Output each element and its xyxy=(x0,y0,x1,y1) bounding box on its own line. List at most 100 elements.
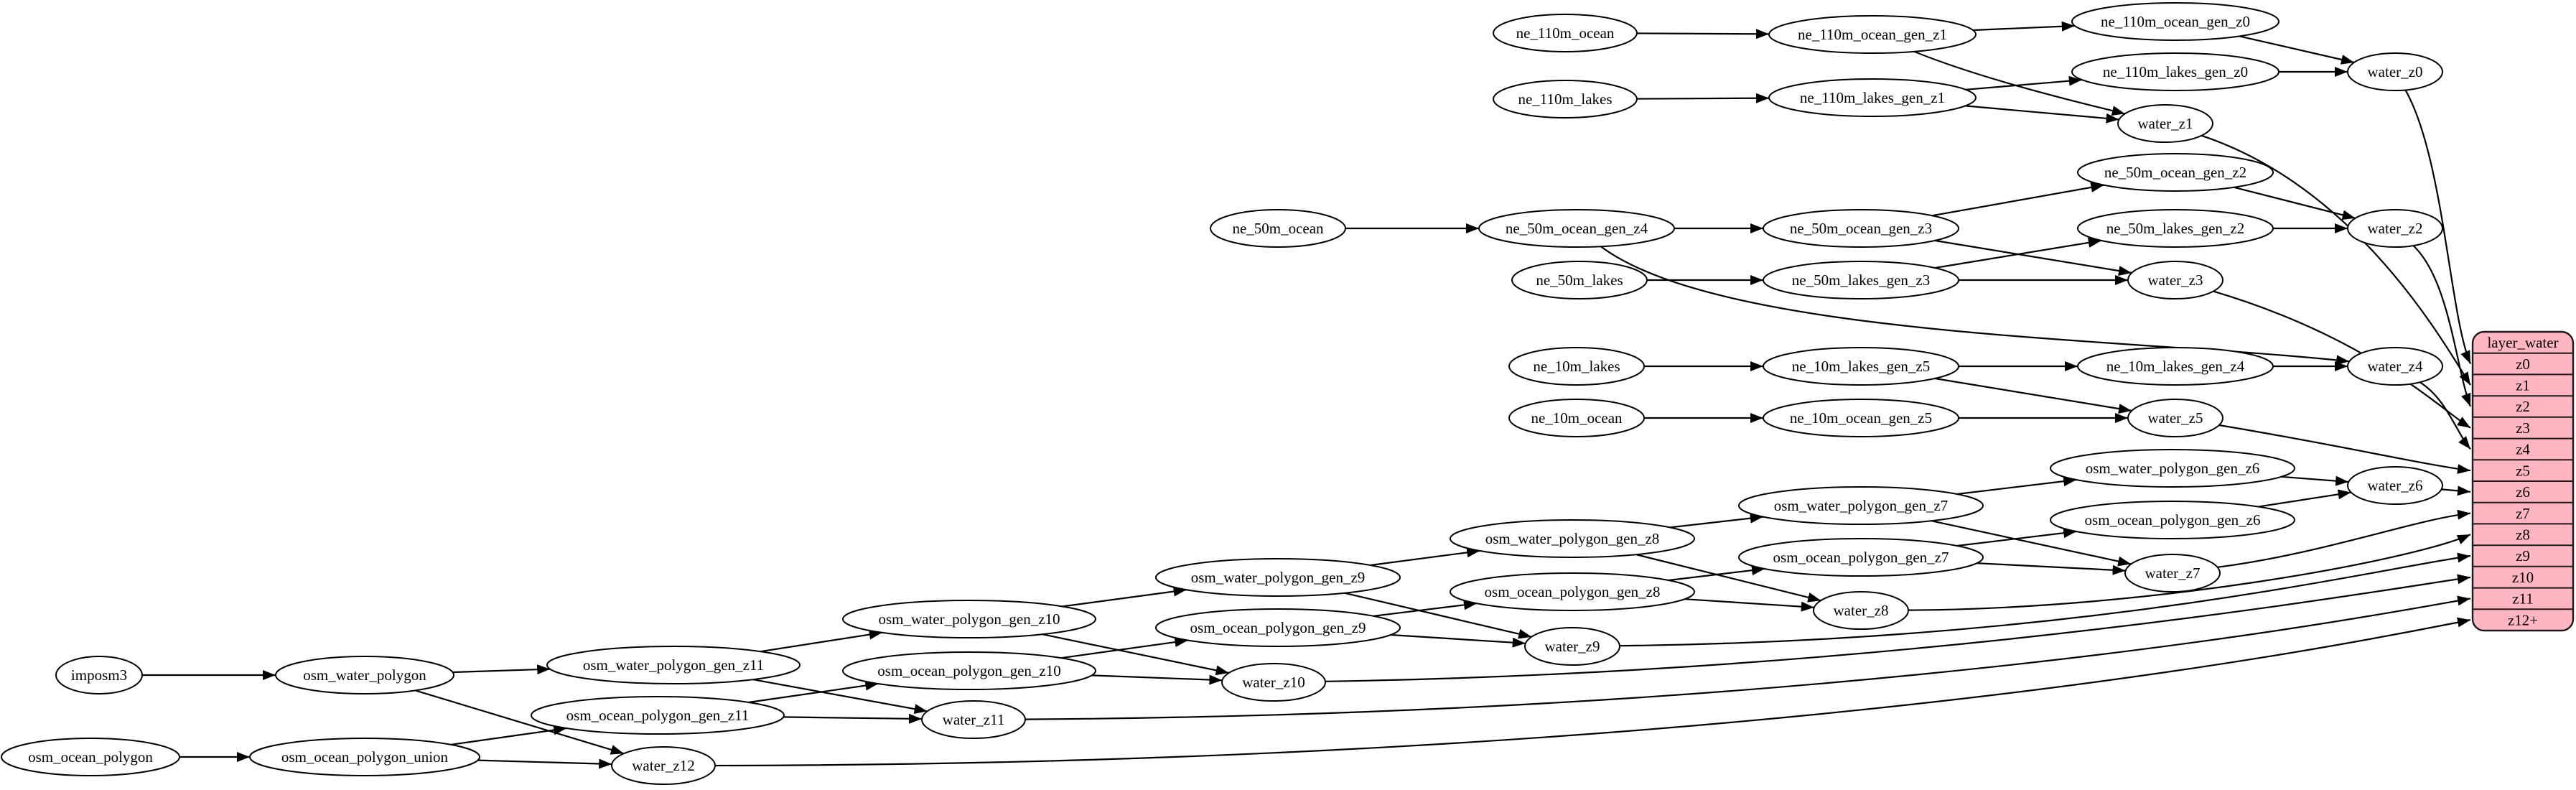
node-ne_110m_ocean_gen_z1: ne_110m_ocean_gen_z1 xyxy=(1768,15,1977,54)
edge-ne_110m_lakes_gen_z1-to-water_z1 xyxy=(1965,105,2119,124)
node-osm_water_polygon_gen_z7: osm_water_polygon_gen_z7 xyxy=(1738,486,1984,525)
water_z9-label: water_z9 xyxy=(1545,638,1600,655)
node-ne_50m_lakes_gen_z3: ne_50m_lakes_gen_z3 xyxy=(1763,261,1959,299)
ne_50m_ocean_gen_z2-label: ne_50m_ocean_gen_z2 xyxy=(2104,164,2246,181)
edge-water_z2-to-layer_water-z2 xyxy=(2412,245,2472,407)
node-osm_ocean_polygon_gen_z11: osm_ocean_polygon_gen_z11 xyxy=(531,696,785,735)
node-osm_water_polygon: osm_water_polygon xyxy=(275,656,454,694)
edge-water_z1-to-layer_water-z1 xyxy=(2201,134,2471,386)
edge-osm_ocean_polygon_gen_z7-to-osm_ocean_polygon_gen_z6 xyxy=(1956,528,2077,547)
edge-water_z12-to-layer_water-z12+ xyxy=(714,617,2471,767)
ne_50m_ocean_gen_z2-ellipse xyxy=(2077,153,2274,192)
osm_water_polygon_gen_z8-ellipse xyxy=(1450,519,1695,558)
ne_10m_ocean-ellipse xyxy=(1508,399,1645,437)
edge-ne_50m_ocean_gen_z3-to-ne_50m_ocean_gen_z2 xyxy=(1932,182,2104,217)
node-ne_110m_lakes_gen_z0: ne_110m_lakes_gen_z0 xyxy=(2071,52,2279,91)
osm_water_polygon-label: osm_water_polygon xyxy=(303,666,426,684)
node-ne_110m_ocean_gen_z0: ne_110m_ocean_gen_z0 xyxy=(2071,2,2279,41)
node-osm_ocean_polygon_gen_z7: osm_ocean_polygon_gen_z7 xyxy=(1738,538,1984,577)
water_z8-ellipse xyxy=(1813,591,1909,630)
node-ne_50m_lakes_gen_z2: ne_50m_lakes_gen_z2 xyxy=(2077,209,2274,248)
layer-water-row-z0: z0 xyxy=(2516,356,2530,373)
water_z1-ellipse xyxy=(2117,104,2213,143)
edge-water_z9-to-layer_water-z9 xyxy=(1619,552,2471,647)
edge-ne_110m_ocean_gen_z0-to-water_z0 xyxy=(2239,35,2355,65)
ne_110m_ocean-ellipse xyxy=(1493,14,1638,52)
edge-osm_water_polygon-to-osm_water_polygon_gen_z11 xyxy=(452,664,551,675)
water_z0-ellipse xyxy=(2347,52,2443,91)
node-water_z1: water_z1 xyxy=(2117,104,2213,143)
osm_ocean_polygon-label: osm_ocean_polygon xyxy=(28,748,153,766)
edge-ne_110m_lakes_gen_z1-to-ne_110m_lakes_gen_z0 xyxy=(1966,75,2082,90)
ne_50m_lakes_gen_z2-label: ne_50m_lakes_gen_z2 xyxy=(2106,220,2244,237)
ne_10m_lakes_gen_z5-label: ne_10m_lakes_gen_z5 xyxy=(1792,358,1930,375)
edge-osm_ocean_polygon_gen_z11-to-water_z11 xyxy=(783,713,923,724)
node-water_z7: water_z7 xyxy=(2124,554,2221,592)
edge-osm_water_polygon-to-water_z12 xyxy=(415,689,625,755)
layer-water-row-z6: z6 xyxy=(2516,483,2530,501)
layer-water-table-title: layer_water xyxy=(2487,334,2558,351)
edge-osm_ocean_polygon_gen_z7-to-water_z7 xyxy=(1977,562,2126,575)
ne_50m_lakes-label: ne_50m_lakes xyxy=(1536,271,1623,289)
water_z10-ellipse xyxy=(1221,663,1326,702)
osm_ocean_polygon_gen_z8-label: osm_ocean_polygon_gen_z8 xyxy=(1485,583,1661,600)
ne_50m_lakes-ellipse xyxy=(1511,261,1648,299)
ne_10m_ocean-label: ne_10m_ocean xyxy=(1531,409,1623,427)
osm_ocean_polygon_gen_z7-ellipse xyxy=(1738,538,1984,577)
osm_ocean_polygon_gen_z6-ellipse xyxy=(2050,501,2295,539)
edge-osm_water_polygon_gen_z11-to-water_z11 xyxy=(752,679,928,715)
osm_water_polygon_gen_z10-label: osm_water_polygon_gen_z10 xyxy=(878,610,1060,628)
layer-water-row-z4: z4 xyxy=(2516,441,2530,458)
node-osm_ocean_polygon_gen_z9: osm_ocean_polygon_gen_z9 xyxy=(1155,608,1401,647)
ne_110m_ocean_gen_z0-label: ne_110m_ocean_gen_z0 xyxy=(2101,13,2250,30)
edge-osm_ocean_polygon_gen_z6-to-water_z6 xyxy=(2258,489,2351,508)
osm_ocean_polygon_gen_z11-ellipse xyxy=(531,696,785,735)
ne_50m_lakes_gen_z2-ellipse xyxy=(2077,209,2274,248)
edge-osm_water_polygon_gen_z6-to-water_z6 xyxy=(2281,475,2349,486)
node-osm_ocean_polygon: osm_ocean_polygon xyxy=(1,738,180,776)
node-ne_50m_ocean: ne_50m_ocean xyxy=(1210,209,1346,248)
edge-osm_ocean_polygon_gen_z10-to-water_z10 xyxy=(1091,674,1223,685)
water_z7-ellipse xyxy=(2124,554,2221,592)
water_z8-label: water_z8 xyxy=(1834,602,1889,619)
osm_ocean_polygon_gen_z8-ellipse xyxy=(1450,572,1695,611)
layer-water-table: layer_waterz0z1z2z3z4z5z6z7z8z9z10z11z12… xyxy=(2471,330,2575,632)
node-imposm3: imposm3 xyxy=(55,656,143,694)
ne_10m_lakes_gen_z4-ellipse xyxy=(2077,347,2274,386)
layer-water-row-z12+: z12+ xyxy=(2508,611,2538,628)
ne_10m_ocean_gen_z5-ellipse xyxy=(1763,399,1959,437)
water_z2-label: water_z2 xyxy=(2368,220,2423,237)
layer-water-row-z8: z8 xyxy=(2516,526,2530,543)
ne_50m_ocean_gen_z3-label: ne_50m_ocean_gen_z3 xyxy=(1790,220,1932,237)
node-osm_ocean_polygon_gen_z6: osm_ocean_polygon_gen_z6 xyxy=(2050,501,2295,539)
ne_50m_lakes_gen_z3-ellipse xyxy=(1763,261,1959,299)
layer-water-row-z10: z10 xyxy=(2512,569,2534,586)
water_z5-ellipse xyxy=(2127,399,2223,437)
edge-ne_50m_lakes_gen_z3-to-ne_50m_lakes_gen_z2 xyxy=(1935,238,2101,269)
edge-osm_ocean_polygon_gen_z11-to-osm_ocean_polygon_gen_z10 xyxy=(748,680,879,704)
osm_water_polygon_gen_z7-label: osm_water_polygon_gen_z7 xyxy=(1774,497,1949,514)
node-ne_10m_ocean: ne_10m_ocean xyxy=(1508,399,1645,437)
water_z11-label: water_z11 xyxy=(943,711,1005,728)
edge-water_z7-to-layer_water-z7 xyxy=(2217,509,2471,568)
osm_ocean_polygon_gen_z11-label: osm_ocean_polygon_gen_z11 xyxy=(566,707,750,724)
ne_110m_lakes_gen_z1-label: ne_110m_lakes_gen_z1 xyxy=(1800,89,1945,106)
edge-ne_110m_lakes-to-ne_110m_lakes_gen_z1 xyxy=(1636,93,1770,103)
edge-osm_ocean_polygon_gen_z9-to-osm_ocean_polygon_gen_z8 xyxy=(1373,600,1478,617)
ne_50m_ocean-ellipse xyxy=(1210,209,1346,248)
water_z4-label: water_z4 xyxy=(2368,358,2423,375)
node-water_z0: water_z0 xyxy=(2347,52,2443,91)
osm_water_polygon_gen_z6-label: osm_water_polygon_gen_z6 xyxy=(2086,460,2260,477)
edge-osm_water_polygon_gen_z10-to-water_z10 xyxy=(1042,633,1229,676)
layer-water-row-z7: z7 xyxy=(2516,505,2530,522)
ne_50m_ocean_gen_z4-label: ne_50m_ocean_gen_z4 xyxy=(1506,220,1648,237)
node-osm_water_polygon_gen_z9: osm_water_polygon_gen_z9 xyxy=(1155,558,1401,597)
osm_ocean_polygon_gen_z6-label: osm_ocean_polygon_gen_z6 xyxy=(2085,511,2261,529)
edge-osm_water_polygon_gen_z9-to-osm_water_polygon_gen_z8 xyxy=(1370,547,1480,567)
ne_110m_lakes-ellipse xyxy=(1493,80,1638,118)
edge-osm_ocean_polygon_union-to-water_z12 xyxy=(477,758,612,769)
node-osm_ocean_polygon_gen_z8: osm_ocean_polygon_gen_z8 xyxy=(1450,572,1695,611)
node-water_z8: water_z8 xyxy=(1813,591,1909,630)
ne_10m_lakes-ellipse xyxy=(1508,347,1645,386)
edge-osm_water_polygon_gen_z10-to-osm_water_polygon_gen_z9 xyxy=(1062,586,1187,608)
